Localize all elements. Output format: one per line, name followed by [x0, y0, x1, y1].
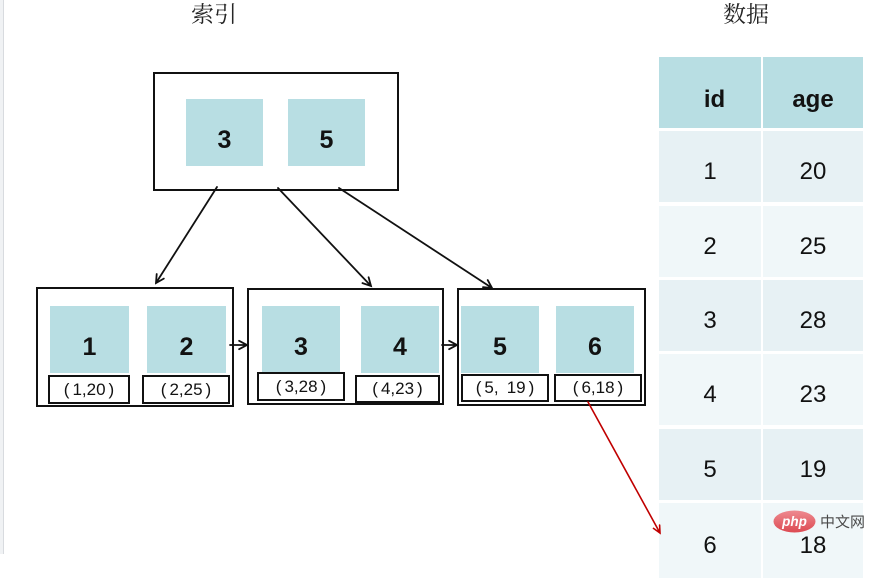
svg-text:php: php [781, 514, 807, 529]
